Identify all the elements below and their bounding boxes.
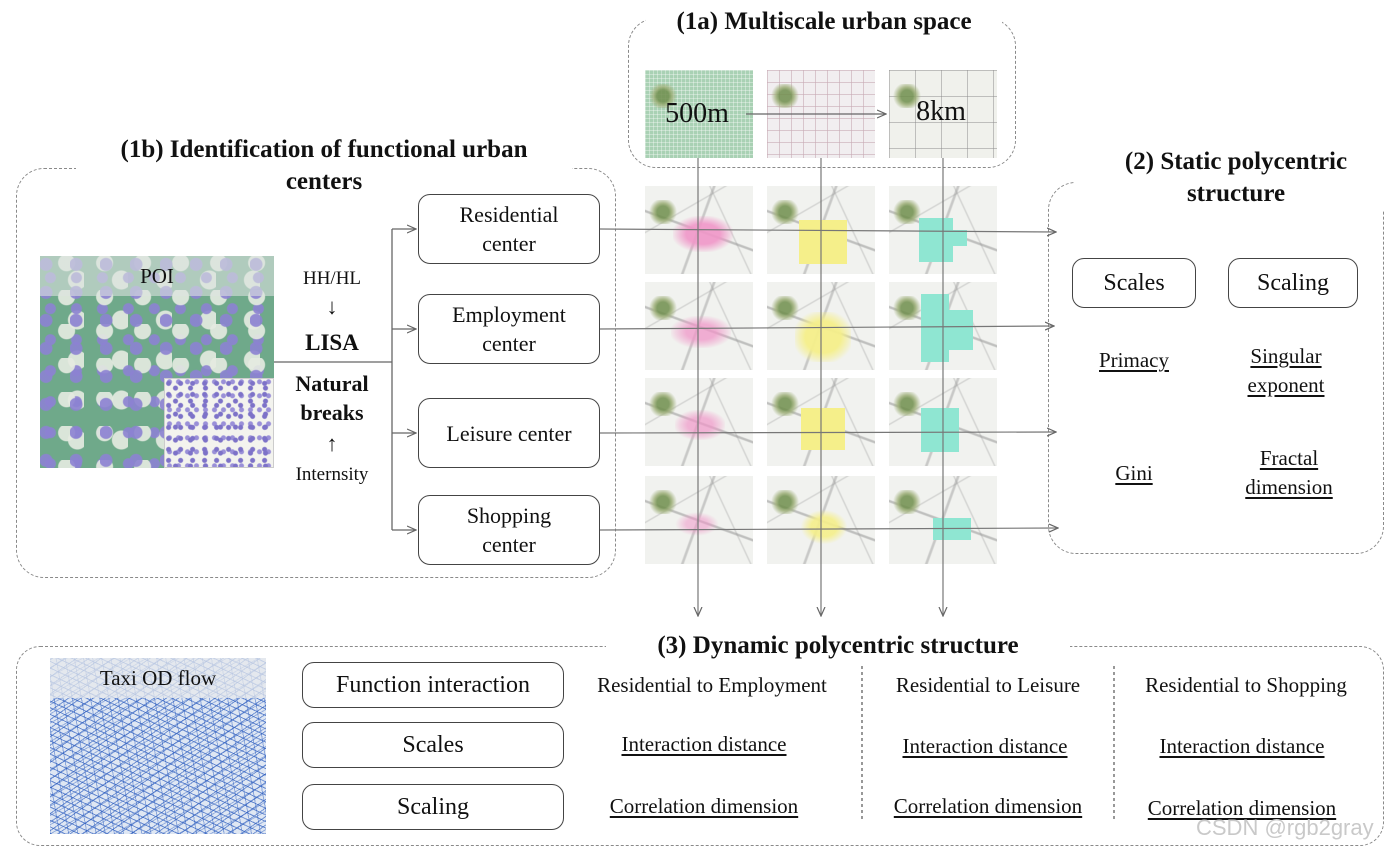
interaction-distance-leisure: Interaction distance xyxy=(902,734,1068,758)
hh-hl-label: HH/HL xyxy=(302,268,362,289)
correlation-dimension-shopping: Correlation dimension xyxy=(1147,796,1337,820)
static-scaling-box: Scaling xyxy=(1228,258,1358,308)
correlation-dimension-employment: Correlation dimension xyxy=(609,794,799,818)
leisure-to-static-arrow xyxy=(599,432,1056,433)
interaction-distance-employment: Interaction distance xyxy=(621,732,787,756)
fractal-dimension-label: Fractal dimension xyxy=(1245,446,1333,499)
residential-to-employment-label: Residential to Employment xyxy=(597,673,827,697)
interaction-distance-shopping: Interaction distance xyxy=(1159,734,1325,758)
residential-to-shopping-label: Residential to Shopping xyxy=(1145,673,1347,697)
map-employment-500m xyxy=(645,282,753,370)
scale-500m-label: 500m xyxy=(665,98,729,129)
scale-8km-label: 8km xyxy=(916,96,966,127)
map-500m-grid xyxy=(645,70,753,158)
dynamic-scaling-box: Scaling xyxy=(302,784,564,830)
multiscale-title: (1a) Multiscale urban space xyxy=(646,6,1002,38)
map-leisure-500m xyxy=(645,378,753,466)
gini-label: Gini xyxy=(1115,461,1153,485)
map-shopping-500m xyxy=(645,476,753,564)
intensity-label: Internsity xyxy=(295,464,369,485)
watermark-text: CSDN @rgb2gray xyxy=(1196,815,1374,840)
static-scales-box: Scales xyxy=(1072,258,1196,308)
poi-map-image: POI xyxy=(40,256,274,468)
taxi-od-flow-image: Taxi OD flow xyxy=(50,658,266,834)
correlation-dimension-leisure: Correlation dimension xyxy=(893,794,1083,818)
employment-to-static-arrow xyxy=(599,326,1054,329)
residential-center-box: Residential center xyxy=(418,194,600,264)
residential-to-static-arrow xyxy=(599,229,1056,232)
identification-title: (1b) Identification of functional urban … xyxy=(76,134,572,198)
function-interaction-box: Function interaction xyxy=(302,662,564,708)
residential-to-leisure-label: Residential to Leisure xyxy=(895,673,1081,697)
leisure-center-box: Leisure center xyxy=(418,398,600,468)
lisa-label: LISA xyxy=(305,330,359,355)
natural-breaks-label: Natural breaks xyxy=(295,371,369,425)
dynamic-scales-box: Scales xyxy=(302,722,564,768)
shopping-to-static-arrow xyxy=(599,528,1058,530)
shopping-center-box: Shopping center xyxy=(418,495,600,565)
static-title: (2) Static polycentric structure xyxy=(1074,146,1398,210)
employment-center-box: Employment center xyxy=(418,294,600,364)
singular-exponent-label: Singular exponent xyxy=(1247,344,1325,397)
dynamic-title: (3) Dynamic polycentric structure xyxy=(606,630,1070,662)
poi-inset-map xyxy=(164,378,274,468)
map-8km-grid xyxy=(889,70,997,158)
poi-label: POI xyxy=(40,256,274,296)
primacy-label: Primacy xyxy=(1099,348,1169,372)
down-arrow-icon: ↓ xyxy=(326,294,338,319)
up-arrow-icon: ↑ xyxy=(326,431,338,456)
taxi-od-flow-label: Taxi OD flow xyxy=(50,658,266,698)
